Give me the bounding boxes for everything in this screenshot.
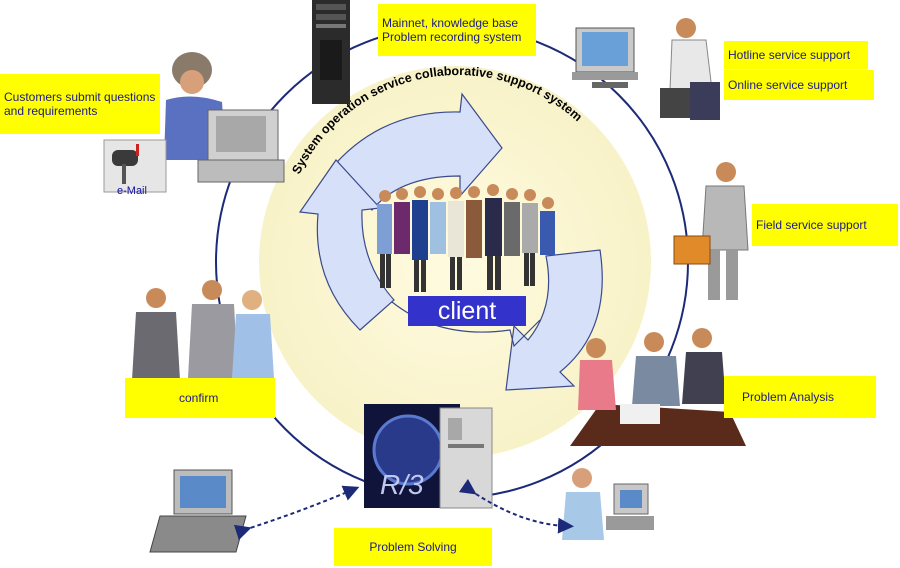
customers-label: Customers submit questions and requireme…: [0, 74, 160, 134]
hotline-label-text: Hotline service support: [728, 48, 851, 62]
problem-solving-label-text: Problem Solving: [369, 540, 457, 554]
server-tower-figure: [312, 0, 350, 104]
online-label: Online service support: [724, 70, 874, 100]
mainnet-label: Mainnet, knowledge base Problem recordin…: [378, 4, 536, 56]
problem-analysis-label-text: Problem Analysis: [742, 390, 835, 404]
problem-analysis-label: Problem Analysis: [724, 376, 876, 418]
server-to-user-arrow: [458, 478, 574, 534]
field-service-label-text: Field service support: [756, 218, 867, 232]
mainnet-label-text: Mainnet, knowledge base Problem recordin…: [382, 16, 522, 44]
confirm-label-text: confirm: [179, 391, 219, 405]
field-service-label: Field service support: [752, 204, 898, 246]
r3-server-figure: R/3: [364, 404, 493, 509]
email-mailbox-figure: [103, 139, 167, 193]
r3-logo-text: R/3: [380, 469, 424, 500]
clients-crowd-figure: [377, 184, 555, 292]
customers-label-text: Customers submit questions and requireme…: [4, 90, 156, 118]
laptop-to-server-arrow: [233, 485, 360, 541]
handshake-group-figure: [132, 280, 274, 380]
hotline-operator-figure: [572, 18, 720, 120]
confirm-label: confirm: [125, 378, 275, 418]
client-label: client: [408, 296, 526, 326]
email-caption: e-Mail: [117, 185, 147, 197]
cycle-arrows: [298, 92, 603, 391]
customer-woman-figure: [164, 52, 285, 183]
remote-user-figure: [562, 468, 654, 540]
field-service-man-figure: [673, 162, 749, 300]
laptop-figure: [149, 469, 247, 553]
meeting-table-figure: [570, 328, 746, 446]
problem-solving-label: Problem Solving: [334, 528, 492, 566]
online-label-text: Online service support: [728, 78, 848, 92]
hotline-label: Hotline service support: [724, 41, 868, 69]
